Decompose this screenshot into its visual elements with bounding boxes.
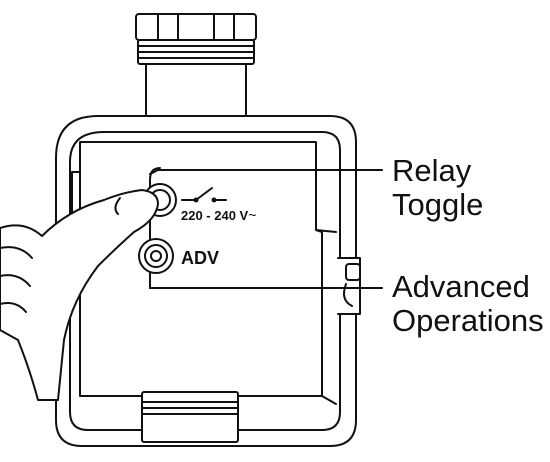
relay-callout-line1: Relay — [392, 153, 472, 188]
adv-callout-line1: Advanced — [392, 269, 530, 304]
relay-callout-line2: Toggle — [392, 187, 484, 222]
device-housing — [55, 115, 361, 447]
adv-button-label: ADV — [181, 248, 219, 268]
advanced-operations-callout: Advanced Operations — [392, 270, 544, 338]
ac-symbol: ~ — [248, 207, 256, 223]
relay-leader-line — [149, 169, 383, 175]
adv-button[interactable] — [138, 238, 174, 274]
threaded-connector — [135, 13, 257, 117]
hand-illustration — [0, 189, 159, 401]
adv-callout-line2: Operations — [392, 303, 544, 338]
relay-toggle-callout: Relay Toggle — [392, 154, 483, 222]
relay-switch-icon — [181, 187, 227, 203]
voltage-label: 220 - 240 V~ — [181, 207, 256, 223]
